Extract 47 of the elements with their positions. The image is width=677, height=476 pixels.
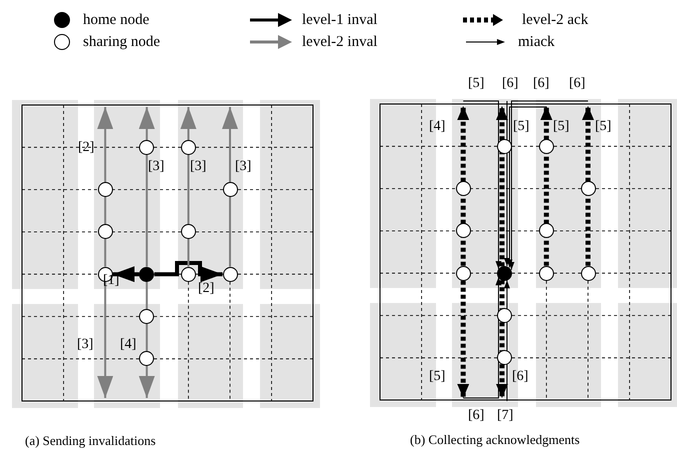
arrow bbox=[457, 106, 470, 266]
legend-label: miack bbox=[518, 35, 555, 50]
arrow bbox=[508, 100, 588, 270]
edge-label: [4] bbox=[120, 338, 136, 352]
legend-label: level-2 ack bbox=[522, 13, 588, 28]
arrow bbox=[222, 107, 238, 267]
edge-label: [3] bbox=[148, 160, 164, 174]
edge-label: [7] bbox=[497, 409, 514, 423]
arrow bbox=[180, 107, 196, 267]
edge-label: [6] bbox=[569, 77, 586, 91]
legend-label: sharing node bbox=[83, 35, 160, 50]
edge-label: [6] bbox=[512, 370, 528, 384]
edge-label: [5] bbox=[595, 120, 612, 134]
arrow bbox=[462, 276, 502, 398]
edge-label: [3] bbox=[235, 160, 252, 174]
arrow bbox=[496, 106, 508, 266]
edge-label: [5] bbox=[468, 77, 484, 91]
arrow bbox=[97, 282, 114, 398]
arrow bbox=[540, 106, 552, 266]
arrow bbox=[504, 100, 510, 266]
edge-label: [2] bbox=[78, 141, 94, 155]
edge-label: [6] bbox=[468, 409, 484, 423]
arrow bbox=[496, 280, 508, 398]
edge-label: [2] bbox=[198, 282, 214, 296]
legend-label: home node bbox=[83, 13, 150, 28]
edge-label: [3] bbox=[190, 160, 206, 174]
edge-label: [5] bbox=[513, 120, 530, 134]
edge-label: [3] bbox=[77, 338, 94, 352]
arrow bbox=[97, 107, 114, 267]
panel-caption: (b) Collecting acknowledgments bbox=[410, 433, 580, 446]
arrow bbox=[138, 282, 155, 398]
edge-label: [5] bbox=[429, 370, 446, 384]
arrow bbox=[138, 107, 155, 267]
edge-label: [4] bbox=[429, 120, 446, 134]
edge-label: [6] bbox=[502, 77, 518, 91]
edge-label: [6] bbox=[533, 77, 550, 91]
edge-label: [5] bbox=[553, 120, 570, 134]
arrow bbox=[457, 280, 470, 398]
arrow bbox=[582, 106, 594, 266]
panel-caption: (a) Sending invalidations bbox=[25, 434, 156, 447]
arrow bbox=[462, 100, 502, 270]
arrow bbox=[506, 106, 547, 268]
arrow bbox=[504, 280, 510, 402]
legend-label: level-1 inval bbox=[302, 13, 378, 28]
legend-label: level-2 inval bbox=[302, 35, 378, 50]
arrow bbox=[154, 261, 222, 282]
arrow bbox=[112, 266, 140, 282]
